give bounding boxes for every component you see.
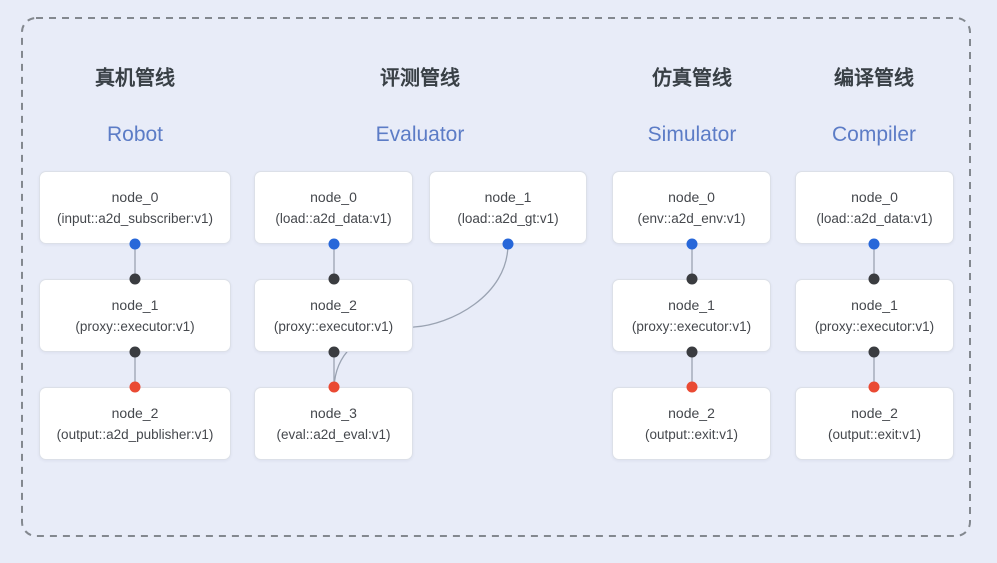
node-type: (load::a2d_gt:v1) — [457, 210, 559, 226]
node-name: node_0 — [310, 188, 357, 205]
node-name: node_1 — [668, 296, 715, 313]
node-type: (proxy::executor:v1) — [273, 318, 394, 334]
node-box-evaluator-node_0: node_0(load::a2d_data:v1) — [254, 171, 413, 244]
edge-curve — [333, 243, 509, 388]
port-dot-red — [328, 381, 340, 393]
pipeline-subtitle-en-robot: Robot — [106, 123, 164, 146]
pipeline-subtitle-en-evaluator: Evaluator — [375, 123, 465, 146]
node-name: node_0 — [668, 188, 715, 205]
pipeline-subtitle-en-simulator: Simulator — [647, 123, 737, 146]
pipeline-subtitle-en-compiler: Compiler — [831, 123, 917, 146]
port-dot-black — [686, 273, 698, 285]
node-type: (output::exit:v1) — [827, 426, 922, 442]
port-dot-black — [868, 346, 880, 358]
node-name: node_2 — [851, 404, 898, 421]
port-dot-black — [686, 346, 698, 358]
node-name: node_2 — [668, 404, 715, 421]
port-dot-blue — [868, 238, 880, 250]
dashed-frame-border — [21, 17, 971, 537]
pipeline-title-zh-compiler: 编译管线 — [834, 67, 914, 90]
node-name: node_2 — [310, 296, 357, 313]
node-box-simulator-node_1: node_1(proxy::executor:v1) — [612, 279, 771, 352]
node-box-simulator-node_2: node_2(output::exit:v1) — [612, 387, 771, 460]
pipeline-title-zh-evaluator: 评测管线 — [380, 67, 460, 90]
node-name: node_1 — [484, 188, 532, 205]
port-dot-red — [129, 381, 141, 393]
pipeline-title-zh-simulator: 仿真管线 — [652, 67, 732, 90]
node-type: (load::a2d_data:v1) — [275, 210, 392, 226]
port-dot-red — [868, 381, 880, 393]
port-dot-black — [328, 346, 340, 358]
node-box-compiler-node_0: node_0(load::a2d_data:v1) — [795, 171, 954, 244]
port-dot-red — [686, 381, 698, 393]
node-name: node_2 — [111, 404, 159, 421]
port-dot-blue — [502, 238, 514, 250]
node-type: (output::a2d_publisher:v1) — [56, 426, 214, 442]
port-dot-blue — [328, 238, 340, 250]
node-box-simulator-node_0: node_0(env::a2d_env:v1) — [612, 171, 771, 244]
port-dot-blue — [129, 238, 141, 250]
node-box-compiler-node_1: node_1(proxy::executor:v1) — [795, 279, 954, 352]
node-box-robot-node_2: node_2(output::a2d_publisher:v1) — [39, 387, 231, 460]
node-name: node_1 — [111, 296, 159, 313]
port-dot-black — [129, 273, 141, 285]
port-dot-blue — [686, 238, 698, 250]
node-name: node_0 — [851, 188, 898, 205]
node-type: (proxy::executor:v1) — [631, 318, 752, 334]
node-box-evaluator-node_3: node_3(eval::a2d_eval:v1) — [254, 387, 413, 460]
node-box-evaluator-node_1: node_1(load::a2d_gt:v1) — [429, 171, 587, 244]
port-dot-black — [868, 273, 880, 285]
node-type: (env::a2d_env:v1) — [637, 210, 746, 226]
node-type: (load::a2d_data:v1) — [816, 210, 933, 226]
node-box-robot-node_1: node_1(proxy::executor:v1) — [39, 279, 231, 352]
pipeline-title-zh-robot: 真机管线 — [95, 67, 175, 90]
node-name: node_3 — [310, 404, 357, 421]
port-dot-black — [129, 346, 141, 358]
edges-group — [134, 243, 875, 388]
node-type: (input::a2d_subscriber:v1) — [56, 210, 214, 226]
node-type: (proxy::executor:v1) — [75, 318, 195, 334]
node-type: (eval::a2d_eval:v1) — [276, 426, 391, 442]
node-box-compiler-node_2: node_2(output::exit:v1) — [795, 387, 954, 460]
node-type: (output::exit:v1) — [644, 426, 739, 442]
node-box-robot-node_0: node_0(input::a2d_subscriber:v1) — [39, 171, 231, 244]
node-box-evaluator-node_2: node_2(proxy::executor:v1) — [254, 279, 413, 352]
node-name: node_1 — [851, 296, 898, 313]
node-name: node_0 — [111, 188, 159, 205]
port-dot-black — [328, 273, 340, 285]
node-type: (proxy::executor:v1) — [814, 318, 935, 334]
